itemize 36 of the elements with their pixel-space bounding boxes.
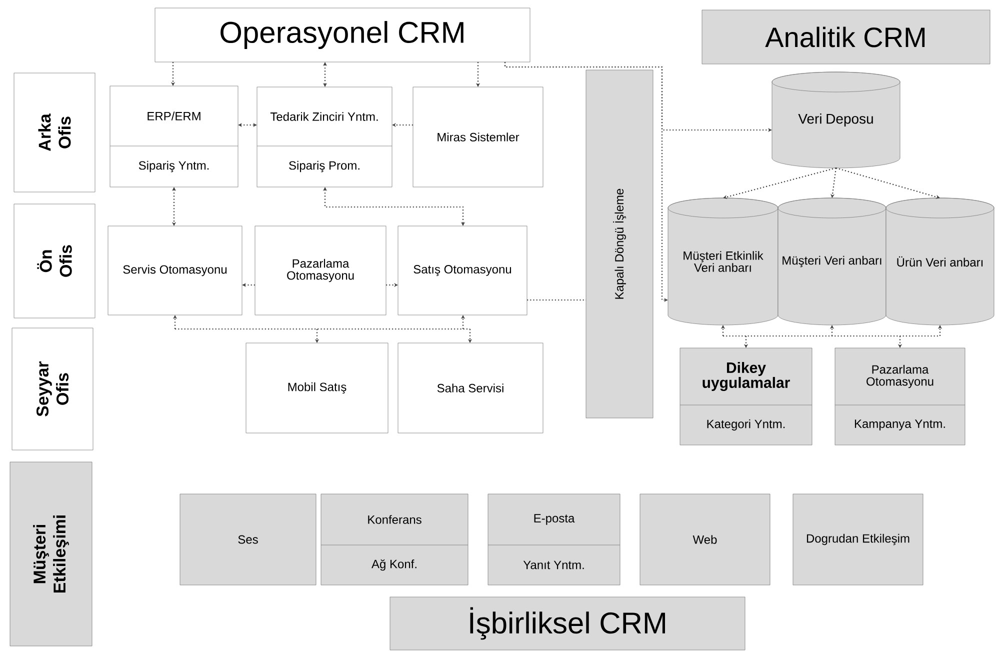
row-label: Ön Ofis	[14, 204, 96, 318]
module-box: Mobil Satış	[246, 342, 388, 434]
module-box: Pazarlama Otomasyonu Kampanya Yntm.	[834, 348, 966, 446]
title-box: Analitik CRM	[702, 10, 990, 64]
arrow	[836, 167, 940, 199]
arrow	[322, 187, 466, 226]
module-box: Satış Otomasyonu	[398, 226, 528, 316]
row-label: Seyyar Ofis	[12, 328, 94, 450]
arrow	[322, 62, 328, 87]
arrow-bus	[172, 315, 472, 343]
row-label: Arka Ofis	[14, 72, 96, 192]
arrow	[238, 122, 257, 128]
module-box: Miras Sistemler	[412, 86, 544, 188]
title-box: İşbirliksel CRM	[390, 596, 746, 650]
module-box: E-posta Yanıt Yntm.	[488, 494, 620, 586]
database-cylinder: Müşteri Etkinlik Veri anbarı	[668, 198, 778, 326]
module-box: Ses	[180, 494, 316, 586]
module-box: Dikey uygulamalar Kategori Yntm.	[680, 348, 812, 446]
connector-line	[527, 299, 586, 301]
module-box: Pazarlama Otomasyonu	[254, 226, 386, 316]
database-cylinder: Ürün Veri anbarı	[886, 198, 994, 326]
process-band: Kapalı Döngü İşleme	[586, 70, 654, 418]
module-box: Web	[640, 494, 770, 586]
module-box: Saha Servisi	[398, 342, 544, 434]
database-cylinder: Müşteri Veri anbarı	[778, 198, 886, 326]
module-box: Servis Otomasyonu	[108, 226, 242, 316]
database-cylinder: Veri Deposu	[772, 72, 900, 168]
module-box: Tedarik Zinciri Yntm. Sipariş Prom.	[256, 86, 392, 188]
module-box: Konferans Ağ Konf.	[320, 494, 468, 586]
row-label: Müşteri Etkileşimi	[10, 462, 92, 646]
arrow	[172, 187, 176, 226]
arrow	[723, 167, 836, 199]
arrow	[830, 168, 837, 198]
module-box: ERP/ERM Sipariş Yntm.	[110, 86, 238, 188]
title-box: Operasyonel CRM	[154, 8, 530, 62]
module-box: Dogrudan Etkileşim	[792, 494, 924, 586]
